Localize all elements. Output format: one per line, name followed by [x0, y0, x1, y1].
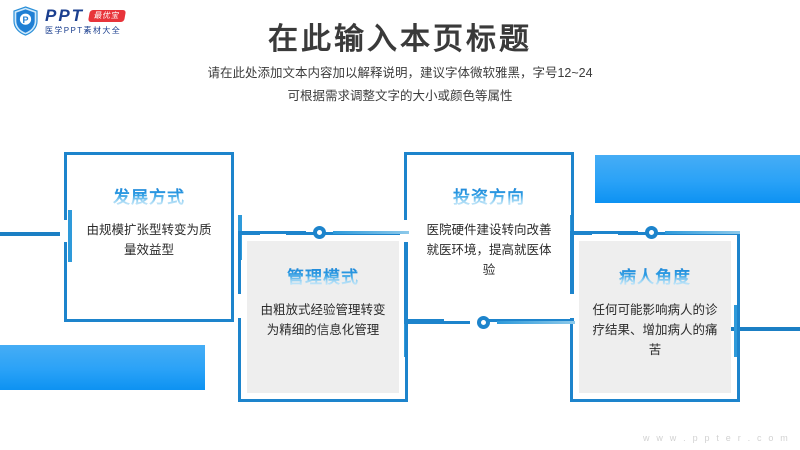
stub-left-card1 — [68, 210, 72, 262]
subtitle-line-2: 可根据需求调整文字的大小或颜色等属性 — [287, 89, 513, 104]
rail-left — [0, 232, 72, 236]
shield-icon: P — [12, 6, 39, 36]
rail-right — [710, 327, 800, 331]
connector-segment-1-in — [238, 231, 306, 234]
card-title: 病人角度 — [619, 263, 691, 288]
page-title: 在此输入本页标题 — [268, 23, 532, 56]
shield-letter: P — [22, 15, 28, 25]
card-title: 管理模式 — [287, 263, 359, 288]
connector-dot-3 — [645, 226, 658, 239]
connector-segment-2-in — [404, 321, 470, 324]
brand-name: PPT — [45, 6, 85, 25]
card-title: 投资方向 — [453, 183, 525, 208]
connector-segment-3-in — [570, 231, 638, 234]
card-notch-left — [566, 294, 574, 318]
card-body: 医院硬件建设转向改善就医环境，提高就医体验 — [426, 223, 552, 277]
card-notch-left — [234, 294, 242, 318]
card-body: 任何可能影响病人的诊疗结果、增加病人的痛苦 — [592, 303, 718, 357]
decor-block-top-right — [595, 155, 800, 203]
card-management-mode[interactable]: 管理模式 由粗放式经验管理转变为精细的信息化管理 — [234, 228, 408, 402]
brand-tagline: 医学PPT素材大全 — [45, 26, 122, 35]
stub-right-card4 — [734, 305, 738, 357]
card-body: 由规模扩张型转变为质量效益型 — [86, 223, 212, 257]
card-patient-perspective[interactable]: 病人角度 任何可能影响病人的诊疗结果、增加病人的痛苦 — [566, 228, 740, 402]
connector-segment-3-out — [665, 231, 740, 234]
decor-block-bottom-left — [0, 345, 205, 390]
connector-dot-1 — [313, 226, 326, 239]
card-notch-left — [60, 220, 68, 242]
brand-logo: P PPT 最优宝 医学PPT素材大全 — [12, 6, 126, 36]
connector-dot-2 — [477, 316, 490, 329]
connector-segment-2-out — [497, 321, 575, 324]
card-development-mode[interactable]: 发展方式 由规模扩张型转变为质量效益型 — [60, 152, 234, 322]
subtitle-line-1: 请在此处添加文本内容加以解释说明，建议字体微软雅黑，字号12~24 — [207, 66, 593, 80]
page-subtitle: 请在此处添加文本内容加以解释说明，建议字体微软雅黑，字号12~24 可根据需求调… — [0, 62, 800, 108]
connector-segment-1-out — [333, 231, 409, 234]
card-body: 由粗放式经验管理转变为精细的信息化管理 — [260, 303, 386, 337]
watermark: w w w . p p t e r . c o m — [642, 433, 790, 443]
card-title: 发展方式 — [113, 183, 185, 208]
card-investment-direction[interactable]: 投资方向 医院硬件建设转向改善就医环境，提高就医体验 — [400, 152, 574, 326]
